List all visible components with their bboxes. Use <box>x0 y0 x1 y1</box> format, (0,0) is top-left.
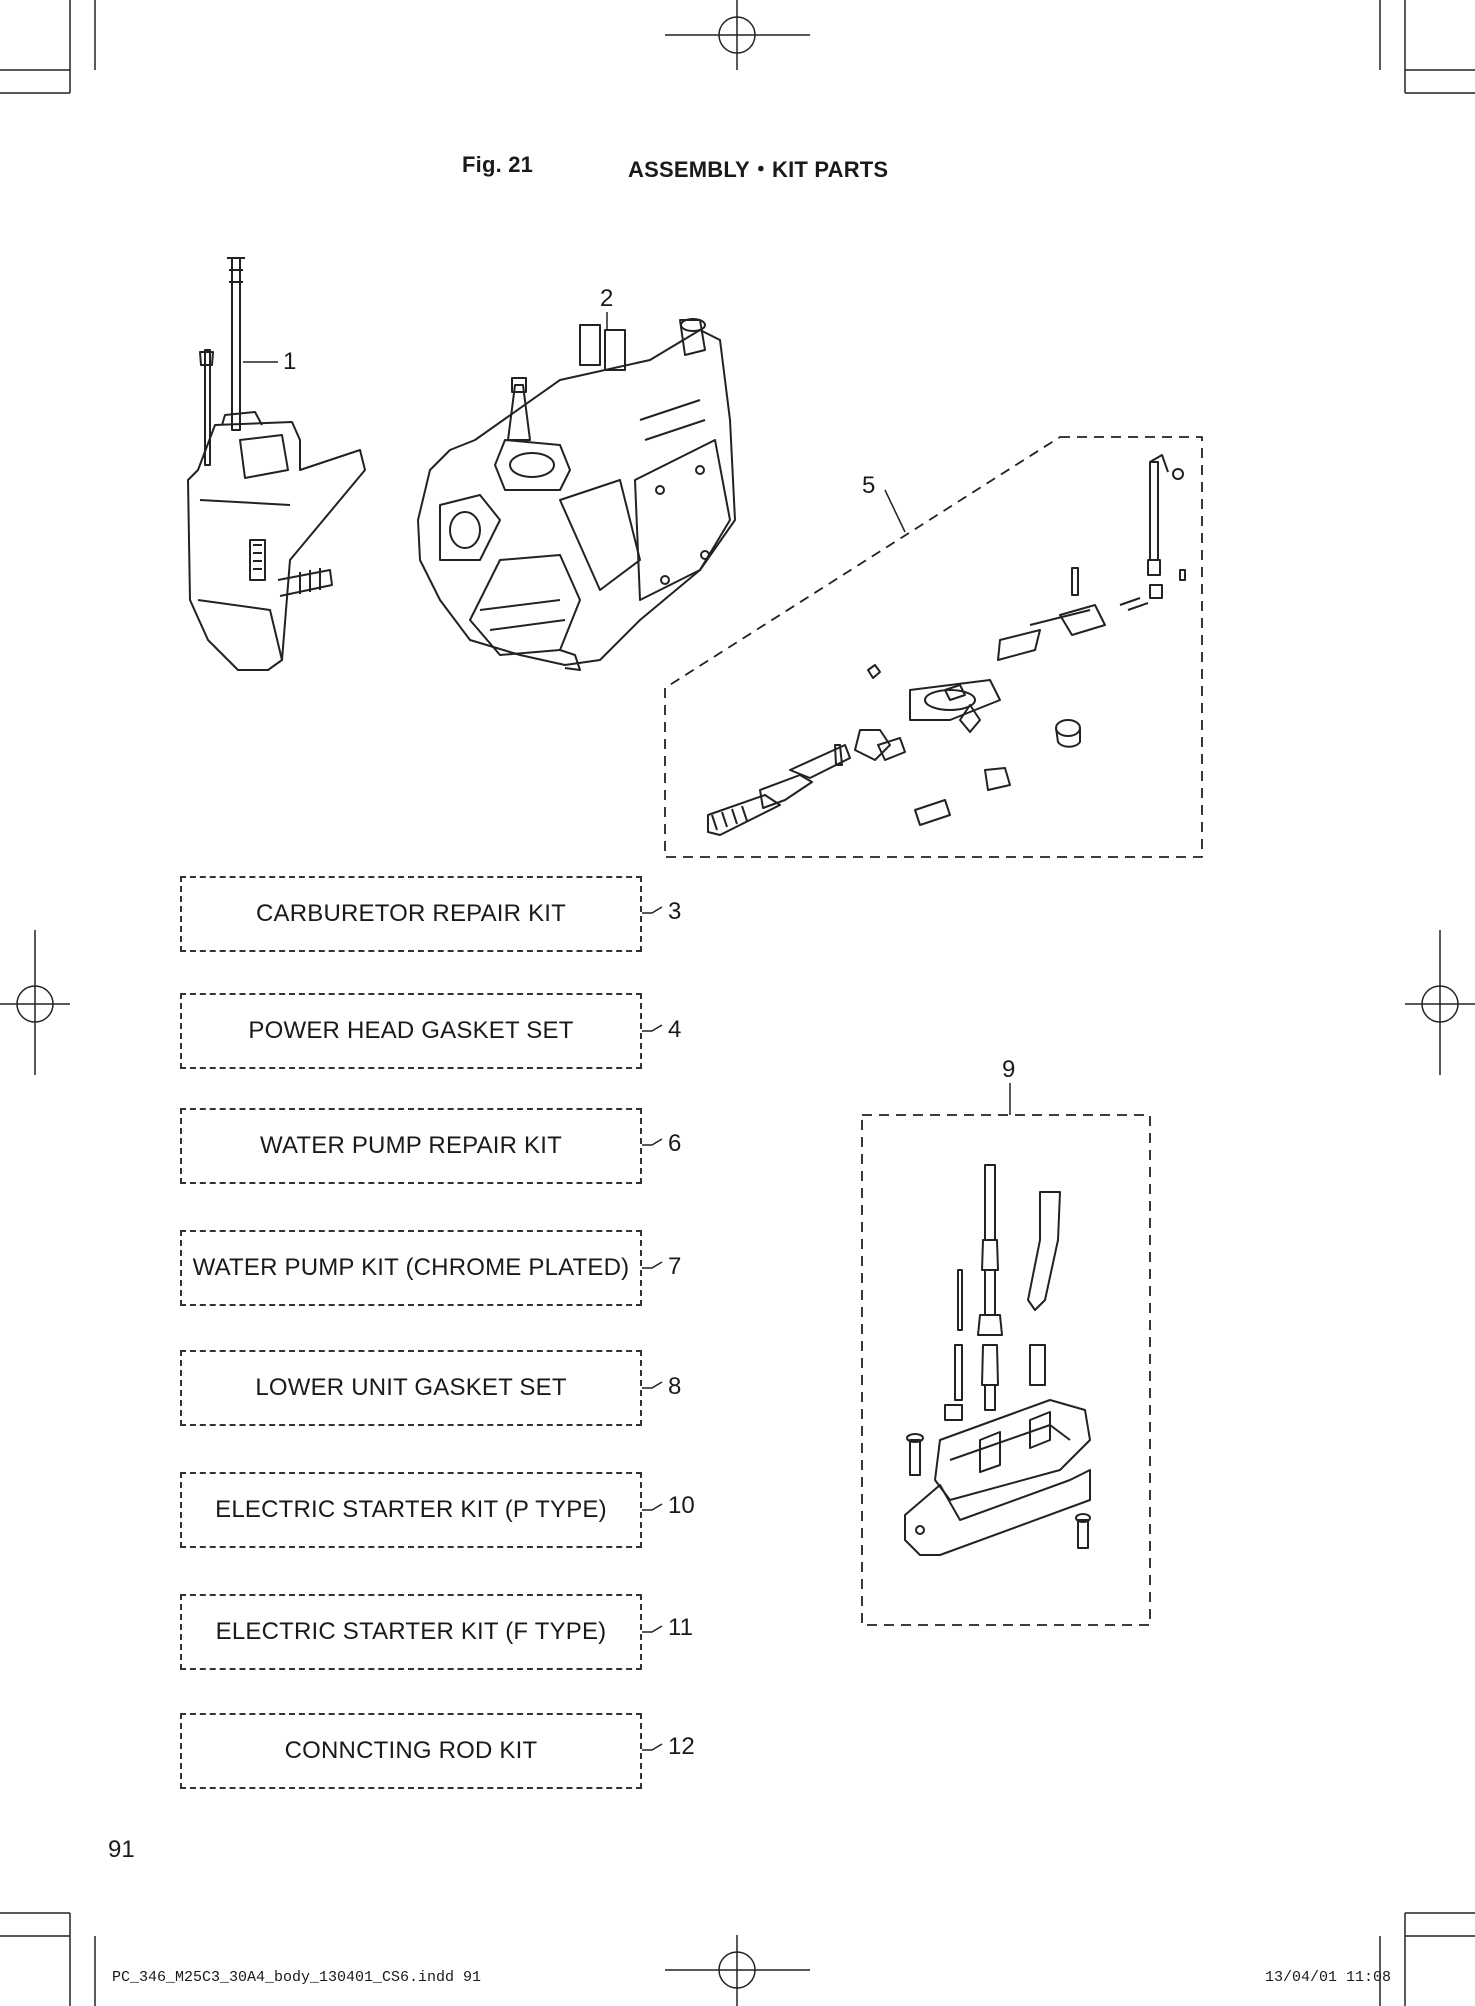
callout-2: 2 <box>600 285 614 312</box>
kit-number: 4 <box>668 1016 682 1043</box>
kit-label-box: CONNCTING ROD KIT <box>180 1713 642 1789</box>
gearcase-illustration <box>187 257 366 671</box>
kit-label-box: WATER PUMP KIT (CHROME PLATED) <box>180 1230 642 1306</box>
kit-label: WATER PUMP REPAIR KIT <box>259 1132 562 1159</box>
kit-label-box: LOWER UNIT GASKET SET <box>180 1350 642 1426</box>
kit-5-outline <box>664 436 1203 858</box>
kit-number: 3 <box>668 898 682 925</box>
kit-number: 12 <box>668 1733 695 1760</box>
kit-label: ELECTRIC STARTER KIT (P TYPE) <box>215 1496 607 1523</box>
kit-label: CARBURETOR REPAIR KIT <box>255 900 567 927</box>
kit-label-box: ELECTRIC STARTER KIT (F TYPE) <box>180 1594 642 1670</box>
kit-label: LOWER UNIT GASKET SET <box>255 1374 567 1401</box>
figure-title: ASSEMBLY・KIT PARTS <box>628 157 889 182</box>
kit-label-box: CARBURETOR REPAIR KIT <box>180 876 642 952</box>
kit-9-outline <box>861 1114 1151 1626</box>
callout-5: 5 <box>862 472 876 499</box>
kit-label-box: WATER PUMP REPAIR KIT <box>180 1108 642 1184</box>
kit-number: 6 <box>668 1130 682 1157</box>
kit-label-box: POWER HEAD GASKET SET <box>180 993 642 1069</box>
callout-1: 1 <box>283 348 297 375</box>
kit-number: 7 <box>668 1253 682 1280</box>
callout-9: 9 <box>1002 1056 1016 1083</box>
figure-number: Fig. 21 <box>462 152 534 177</box>
kit-label: CONNCTING ROD KIT <box>284 1737 538 1764</box>
kit-number: 8 <box>668 1373 682 1400</box>
power-head-illustration <box>417 318 736 671</box>
page-number: 91 <box>108 1836 135 1863</box>
shift-linkage-illustration <box>707 454 1186 836</box>
kit-label-box: ELECTRIC STARTER KIT (P TYPE) <box>180 1472 642 1548</box>
kit-label: WATER PUMP KIT (CHROME PLATED) <box>192 1254 630 1281</box>
footer-timestamp: 13/04/01 11:08 <box>1265 1969 1392 1986</box>
kit-label: ELECTRIC STARTER KIT (F TYPE) <box>215 1618 607 1645</box>
kit-label: POWER HEAD GASKET SET <box>248 1017 574 1044</box>
kit-number: 11 <box>668 1614 693 1641</box>
drive-shaft-kit-illustration <box>904 1164 1091 1556</box>
footer-filename: PC_346_M25C3_30A4_body_130401_CS6.indd 9… <box>112 1969 482 1986</box>
kit-leader-lines <box>642 906 663 1751</box>
kit-number: 10 <box>668 1492 695 1519</box>
